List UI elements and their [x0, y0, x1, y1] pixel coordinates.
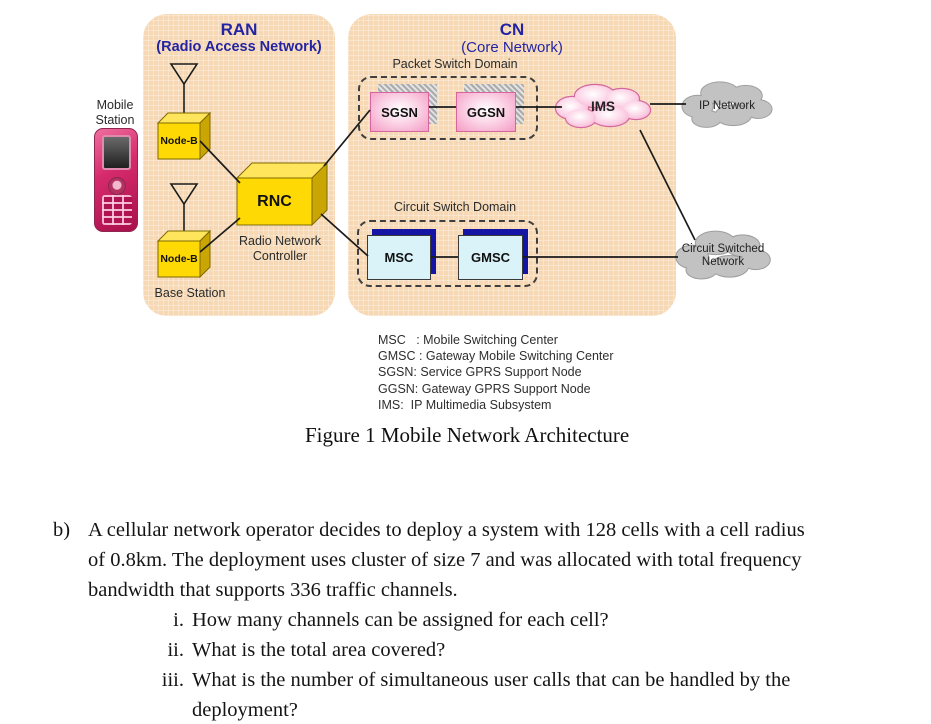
ims-cloud: IMS	[548, 80, 658, 132]
list-item-text: What is the number of simultaneous user …	[184, 665, 790, 724]
base-station-label: Base Station	[154, 286, 226, 300]
list-item-text: What is the total area covered?	[192, 639, 446, 661]
ip-network-label: IP Network	[698, 99, 756, 112]
list-item: ii. What is the total area covered?	[88, 635, 910, 665]
node-b-top-box: Node-B	[156, 110, 212, 161]
figure-legend: MSC : Mobile Switching Center GMSC : Gat…	[378, 332, 614, 413]
list-item: iii. What is the number of simultaneous …	[88, 665, 910, 724]
antenna-icon	[169, 63, 199, 114]
circuit-switched-network-cloud: Circuit Switched Network	[667, 227, 779, 285]
sgsn-box: SGSN	[370, 92, 429, 132]
question-label: b)	[53, 519, 71, 541]
list-item-numeral: i.	[173, 609, 184, 631]
question-line: of 0.8km. The deployment uses cluster of…	[88, 549, 802, 571]
ims-label: IMS	[590, 98, 615, 114]
figure-caption: Figure 1 Mobile Network Architecture	[305, 423, 630, 447]
cloud-icon	[554, 83, 652, 129]
gmsc-box: GMSC	[458, 235, 523, 280]
question-line: A cellular network operator decides to d…	[88, 519, 805, 541]
ggsn-box: GGSN	[456, 92, 516, 132]
question-body: A cellular network operator decides to d…	[88, 515, 910, 605]
packet-domain-label: Packet Switch Domain	[392, 57, 518, 71]
legend-line-msc: MSC : Mobile Switching Center	[378, 333, 558, 347]
legend-line-ims: IMS: IP Multimedia Subsystem	[378, 397, 552, 412]
cloud-icon	[681, 81, 773, 128]
cube-icon	[235, 161, 329, 227]
node-b-label: Node-B	[160, 135, 198, 147]
cn-subtitle: (Core Network)	[461, 39, 563, 56]
question-items: i. How many channels can be assigned for…	[88, 605, 910, 724]
rnc-box: RNC	[235, 161, 329, 227]
legend-line-ggsn: GGSN: Gateway GPRS Support Node	[378, 381, 591, 396]
packet-domain-box	[358, 76, 538, 140]
list-item: i. How many channels can be assigned for…	[88, 605, 910, 635]
node-b-label: Node-B	[160, 253, 198, 265]
ran-subtitle: (Radio Access Network)	[156, 39, 322, 55]
list-item-numeral: iii.	[161, 669, 184, 691]
circuit-domain-label: Circuit Switch Domain	[393, 200, 517, 214]
cloud-icon	[675, 230, 771, 280]
cn-title: CN	[499, 20, 525, 39]
antenna-icon	[169, 183, 199, 232]
list-item-line: What is the number of simultaneous user …	[192, 669, 791, 691]
phone-screen	[102, 135, 131, 170]
circuit-switched-network-label: Circuit Switched Network	[681, 243, 765, 268]
list-item-text: How many channels can be assigned for ea…	[192, 609, 609, 631]
rnc-caption: Radio Network Controller	[239, 234, 321, 263]
phone-keypad	[102, 195, 132, 225]
node-b-bottom-box: Node-B	[156, 228, 212, 279]
msc-box: MSC	[367, 235, 431, 280]
legend-line-sgsn: SGSN: Service GPRS Support Node	[378, 365, 582, 380]
mobile-phone-image	[94, 128, 138, 232]
ip-network-cloud: IP Network	[678, 77, 776, 134]
list-item-line: deployment?	[192, 699, 298, 721]
list-item-numeral: ii.	[167, 639, 184, 661]
ran-title: RAN	[220, 20, 258, 39]
question-line: bandwidth that supports 336 traffic chan…	[88, 579, 458, 601]
legend-line-gmsc: GMSC : Gateway Mobile Switching Center	[378, 349, 614, 364]
rnc-label: RNC	[257, 192, 292, 210]
mobile-station-label: Mobile Station	[95, 98, 135, 127]
phone-dpad	[108, 177, 126, 195]
